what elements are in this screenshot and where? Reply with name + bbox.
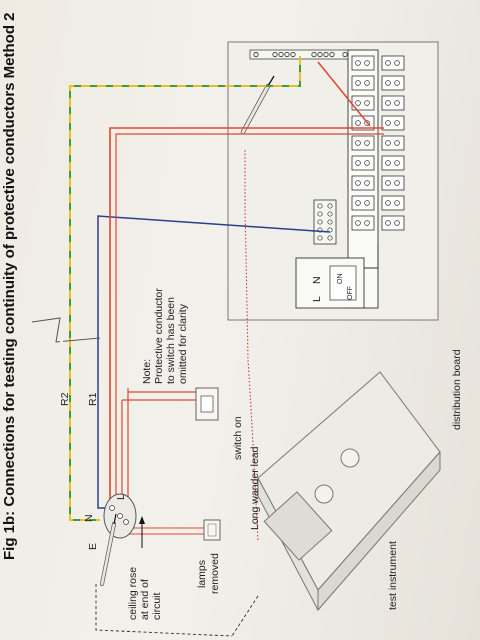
terminal-n-label: N — [83, 514, 95, 522]
ceiling-rose-label-3: circuit — [151, 592, 163, 620]
instrument-display — [263, 491, 333, 561]
mcb-breakers — [351, 55, 405, 231]
terminal-l-label: L — [115, 494, 127, 500]
long-wander-lead — [244, 150, 259, 541]
note-label-1: Note: — [141, 359, 153, 384]
neutral-bar-screws — [317, 203, 333, 241]
line-conductor-r1-inner — [115, 133, 384, 502]
ceiling-rose-label-2: at end of — [139, 579, 151, 620]
instrument-knob-1 — [314, 484, 334, 504]
earth-bar-screws — [253, 51, 348, 58]
neutral-terminal-bar — [313, 199, 337, 245]
switch-on-position: ON — [337, 274, 344, 285]
ceiling-rose-arrowhead — [139, 516, 145, 524]
ceiling-rose-terminals — [109, 505, 129, 525]
r1-label: R1 — [87, 392, 99, 406]
switch-drop — [121, 388, 198, 508]
lamp-flex — [120, 527, 206, 535]
note-label-3: to switch has been — [165, 297, 177, 384]
test-lead-dashed — [95, 584, 259, 637]
note-label-2: Protective conductor — [153, 288, 165, 384]
mcb-outgoing-line — [317, 61, 371, 127]
ceiling-rose-probe — [100, 513, 117, 586]
switch-on-label: switch on — [232, 416, 244, 460]
switch-l-label: L — [311, 296, 323, 302]
note-label-4: omitted for clarity — [177, 303, 189, 384]
lamp-holder-inner — [207, 523, 217, 537]
mcb-terminal-screws — [355, 60, 400, 226]
main-switch-toggle — [329, 265, 357, 301]
switch-n-label: N — [311, 276, 323, 284]
busbar-link — [364, 244, 379, 269]
terminal-e-label: E — [87, 543, 99, 550]
cable-break-symbol — [31, 317, 101, 343]
r2-label: R2 — [59, 392, 71, 406]
light-switch-rocker — [200, 395, 214, 413]
long-wander-lead-label: Long wander lead — [249, 446, 261, 530]
test-instrument-label: test instrument — [387, 541, 399, 610]
earth-conductor-r2 — [69, 56, 301, 521]
cable-break-gap — [60, 322, 63, 344]
lamps-removed-label-1: lamps — [196, 560, 208, 588]
lamps-removed-label-2: removed — [209, 553, 221, 594]
line-conductor-r1 — [109, 127, 384, 512]
lamp-holder — [203, 519, 221, 541]
figure-title: Fig 1b: Connections for testing continui… — [1, 12, 18, 560]
test-instrument — [257, 371, 441, 612]
instrument-knob-2 — [340, 448, 360, 468]
switch-off-position: OFF — [347, 286, 354, 300]
distribution-board-label: distribution board — [451, 349, 463, 430]
ceiling-rose-label-1: ceiling rose — [127, 567, 139, 620]
